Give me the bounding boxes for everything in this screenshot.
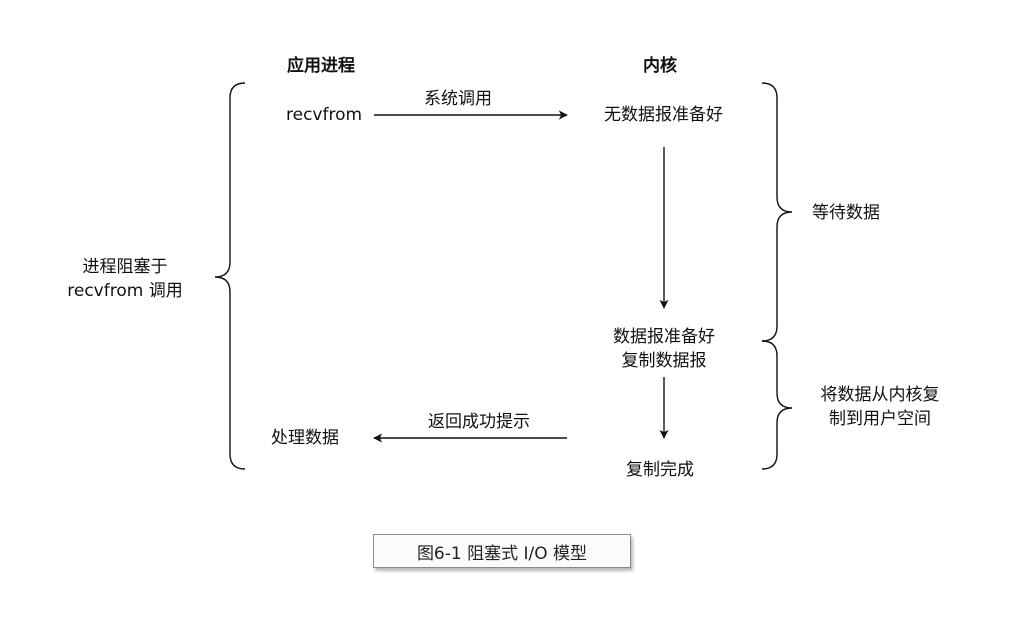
- wait-data-label: 等待数据: [812, 203, 880, 223]
- right-brace-copy: [761, 340, 793, 470]
- copy-to-user-label: 将数据从内核复 制到用户空间: [800, 383, 960, 431]
- copy-complete-label: 复制完成: [626, 460, 694, 480]
- recvfrom-label: recvfrom: [286, 105, 363, 125]
- datagram-ready-copy-label: 数据报准备好 复制数据报: [584, 325, 744, 373]
- copy-to-user-line-2: 制到用户空间: [829, 409, 931, 429]
- process-data-label: 处理数据: [271, 428, 339, 448]
- kernel-header: 内核: [643, 56, 677, 76]
- blocked-label-line-2: recvfrom 调用: [67, 281, 183, 301]
- no-datagram-ready-label: 无数据报准备好: [604, 105, 723, 125]
- blocked-label-line-1: 进程阻塞于: [82, 257, 168, 277]
- datagram-ready-line: 数据报准备好: [613, 327, 715, 347]
- left-brace: [214, 82, 246, 470]
- system-call-label: 系统调用: [424, 89, 492, 109]
- copy-datagram-line: 复制数据报: [621, 351, 707, 371]
- right-brace-wait: [761, 82, 793, 342]
- copy-to-user-line-1: 将数据从内核复: [820, 385, 940, 405]
- app-process-header: 应用进程: [287, 56, 355, 76]
- blocked-label: 进程阻塞于 recvfrom 调用: [55, 255, 195, 303]
- figure-caption: 图6-1 阻塞式 I/O 模型: [373, 534, 631, 568]
- return-success-label: 返回成功提示: [428, 412, 530, 432]
